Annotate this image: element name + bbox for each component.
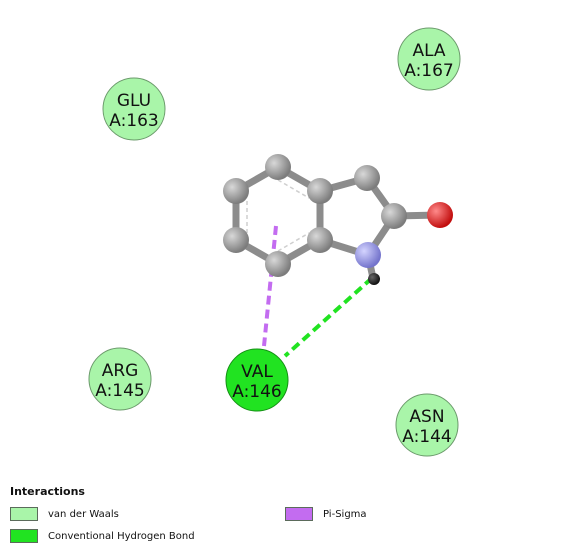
legend-label: Conventional Hydrogen Bond <box>48 530 195 542</box>
carbon-atom <box>307 227 333 253</box>
interaction-diagram: GLU A:163 ALA A:167 ARG A:145 VAL A:146 … <box>88 27 461 457</box>
legend-swatch <box>10 507 38 521</box>
legend-swatch <box>285 507 313 521</box>
oxygen-atom <box>427 202 453 228</box>
residue-number: A:163 <box>109 111 159 131</box>
legend-item-pi-sigma: Pi-Sigma <box>285 507 367 521</box>
carbon-atom <box>223 178 249 204</box>
residue-number: A:144 <box>402 427 452 447</box>
residue-glu163[interactable]: GLU A:163 <box>102 77 166 141</box>
nitrogen-atom <box>355 242 381 268</box>
residue-name: VAL <box>241 362 273 382</box>
carbon-atom <box>265 251 291 277</box>
carbon-atom <box>381 203 407 229</box>
residue-name: ALA <box>412 41 445 61</box>
ligand-atoms <box>223 154 453 285</box>
legend-label: Pi-Sigma <box>323 508 367 520</box>
residue-number: A:145 <box>95 381 145 401</box>
carbon-atom <box>354 165 380 191</box>
residue-name: ASN <box>409 407 444 427</box>
carbon-atom <box>265 154 291 180</box>
residue-arg145[interactable]: ARG A:145 <box>88 347 152 411</box>
pi-sigma-interaction-line <box>262 225 278 347</box>
residue-val146[interactable]: VAL A:146 <box>225 348 289 412</box>
residue-name: GLU <box>117 91 151 111</box>
aromatic-ring-inner-dashes <box>246 179 310 252</box>
interactions-legend: Interactions van der Waals Conventional … <box>10 485 550 555</box>
legend-swatch <box>10 529 38 543</box>
legend-title: Interactions <box>10 485 85 498</box>
legend-label: van der Waals <box>48 508 119 520</box>
residue-ala167[interactable]: ALA A:167 <box>397 27 461 91</box>
legend-item-hydrogen-bond: Conventional Hydrogen Bond <box>10 529 195 543</box>
residue-number: A:167 <box>404 61 454 81</box>
legend-item-van-der-waals: van der Waals <box>10 507 119 521</box>
carbon-atom <box>223 227 249 253</box>
residue-asn144[interactable]: ASN A:144 <box>395 393 459 457</box>
residue-name: ARG <box>102 361 139 381</box>
hydrogen-bond-interaction-line <box>283 276 374 358</box>
residue-number: A:146 <box>232 382 282 402</box>
hydrogen-atom <box>368 273 380 285</box>
carbon-atom <box>307 178 333 204</box>
